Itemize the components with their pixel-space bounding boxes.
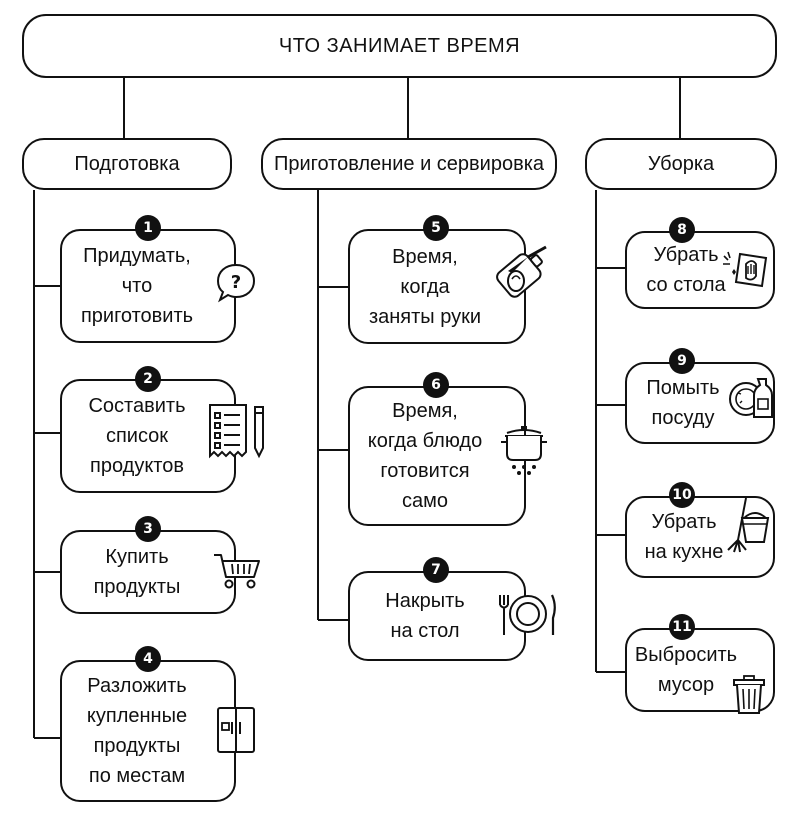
step-card-4: Разложить купленные продукты по местам xyxy=(60,660,236,802)
question-bubble-icon: ? xyxy=(216,263,256,303)
step-text-line: Убрать xyxy=(651,511,717,533)
column-header-cooking: Приготовление и сервировка xyxy=(261,138,557,190)
step-text-line: на кухне xyxy=(644,541,724,563)
step-text-line: когда xyxy=(400,275,450,298)
step-text-line: Время, xyxy=(392,245,458,268)
step-number-badge: 4 xyxy=(135,646,161,672)
step-card-8: Убрать со стола xyxy=(625,231,775,309)
step-card-9: Помыть посуду xyxy=(625,362,775,444)
step-text-line: со стола xyxy=(646,274,726,296)
step-text-line: Купить xyxy=(105,546,169,568)
step-text-line: приготовить xyxy=(80,305,194,327)
step-text-line: само xyxy=(402,490,448,512)
svg-text:?: ? xyxy=(231,272,241,293)
bucket-mop-icon xyxy=(727,497,770,553)
step-card-11: Выбросить мусор xyxy=(625,628,775,712)
step-text-line: заняты руки xyxy=(368,305,482,328)
step-number-badge: 2 xyxy=(135,366,161,392)
step-number-badge: 7 xyxy=(423,557,449,583)
step-card-1: Придумать, что приготовить xyxy=(60,229,236,343)
step-text-line: продукты xyxy=(93,576,181,598)
step-text-line: Время, xyxy=(392,400,458,422)
step-number-badge: 8 xyxy=(669,217,695,243)
step-text-line: готовится xyxy=(380,460,470,482)
step-text-line: посуду xyxy=(651,407,715,429)
shopping-cart-icon xyxy=(214,554,260,589)
step-text-line: мусор xyxy=(657,674,715,696)
step-text-line: продуктов xyxy=(90,455,184,477)
step-text-line: список xyxy=(105,425,169,447)
step-text-line: Выбросить xyxy=(634,644,738,666)
step-text-line: купленные xyxy=(86,705,188,727)
column-header-label: Уборка xyxy=(647,152,715,175)
diagram-title: ЧТО ЗАНИМАЕТ ВРЕМЯ xyxy=(278,34,521,57)
step-text-line: Составить xyxy=(88,395,186,417)
cooking-pot-icon xyxy=(501,426,547,475)
step-number-badge: 3 xyxy=(135,516,161,542)
step-text-line: на стол xyxy=(390,620,460,642)
cutting-board-knife-icon xyxy=(496,245,547,298)
step-number-badge: 5 xyxy=(423,215,449,241)
step-number-badge: 6 xyxy=(423,372,449,398)
step-number-badge: 9 xyxy=(669,348,695,374)
step-text-line: Убрать xyxy=(653,244,719,266)
column-header-preparation: Подготовка xyxy=(22,138,232,190)
step-text-line: что xyxy=(121,275,153,297)
step-number-badge: 1 xyxy=(135,215,161,241)
step-card-3: Купить продукты xyxy=(60,530,236,614)
step-text-line: по местам xyxy=(88,765,186,787)
wiping-hand-icon xyxy=(723,251,768,288)
step-text-line: продукты xyxy=(93,735,181,757)
column-header-label: Приготовление и сервировка xyxy=(273,152,545,175)
dish-soap-icon xyxy=(729,378,773,418)
fridge-icon xyxy=(217,707,255,753)
plate-fork-knife-icon xyxy=(499,594,556,635)
diagram-title-box: ЧТО ЗАНИМАЕТ ВРЕМЯ xyxy=(22,14,777,78)
checklist-pencil-icon xyxy=(209,404,264,459)
step-text-line: когда блюдо xyxy=(367,430,483,452)
column-header-cleanup: Уборка xyxy=(585,138,777,190)
trash-can-icon xyxy=(733,675,765,714)
step-number-badge: 11 xyxy=(669,614,695,640)
step-text-line: Накрыть xyxy=(385,590,465,612)
step-text-line: Придумать, xyxy=(83,245,191,267)
step-card-2: Составить список продуктов xyxy=(60,379,236,493)
step-text-line: Помыть xyxy=(646,377,720,399)
step-text-line: Разложить xyxy=(87,675,187,697)
step-number-badge: 10 xyxy=(669,482,695,508)
column-header-label: Подготовка xyxy=(74,152,180,175)
